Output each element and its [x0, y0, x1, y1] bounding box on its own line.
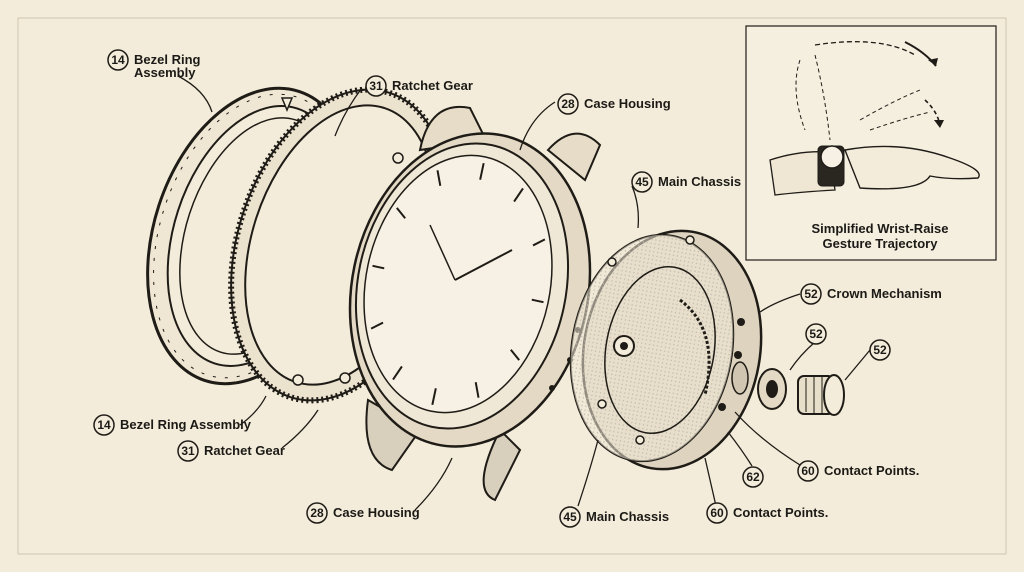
callout-badge [177, 440, 199, 462]
callout-ratchet-top: 31 Ratchet Gear [365, 75, 473, 97]
callout-chassis-bottom: 45 Main Chassis [559, 506, 669, 528]
callout-badge [557, 93, 579, 115]
callout-number: 45 [635, 175, 649, 189]
gesture-inset: Simplified Wrist-Raise Gesture Trajector… [745, 25, 997, 261]
watch-dial [363, 154, 553, 414]
dial-tick [431, 388, 437, 406]
callout-badge [742, 466, 764, 488]
callout-number: 60 [710, 506, 724, 520]
minute-hand [454, 249, 513, 281]
callout-bezel-bottom: 14 Bezel Ring Assembly [93, 414, 252, 436]
callout-label: Ratchet Gear [204, 443, 285, 458]
inset-caption-line-1: Simplified Wrist-Raise [811, 221, 948, 236]
callout-chassis-top: 45 Main Chassis [631, 171, 741, 193]
callout-badge [869, 339, 891, 361]
callout-label: Bezel Ring Assembly [120, 417, 252, 432]
callout-crown-part-b: 52 [869, 339, 891, 361]
callout-number: 31 [369, 79, 383, 93]
hour-hand [429, 224, 456, 281]
inset-frame [745, 25, 997, 261]
crown-mechanism-parts [731, 361, 845, 416]
callout-badge [306, 502, 328, 524]
dial-ticks [370, 162, 546, 406]
callout-label-line-1: Bezel Ring [134, 52, 201, 67]
page-border [17, 17, 1007, 555]
callout-number: 62 [746, 470, 760, 484]
case-lug-bottom-left [365, 398, 422, 472]
callout-badge [706, 502, 728, 524]
dial-tick [436, 170, 442, 187]
callout-ratchet-bottom: 31 Ratchet Gear [177, 440, 285, 462]
callout-badge [559, 506, 581, 528]
callout-part-62: 62 [742, 466, 764, 488]
callout-label: Main Chassis [658, 174, 741, 189]
callout-number: 52 [804, 287, 818, 301]
callout-number: 45 [563, 510, 577, 524]
callout-bezel-top: 14 Bezel Ring Assembly [107, 49, 201, 80]
case-lug-bottom-right [482, 428, 522, 502]
callout-crown-part-a: 52 [805, 323, 827, 345]
callout-badge [107, 49, 129, 71]
dial-tick [396, 207, 406, 219]
dial-tick [372, 264, 385, 270]
case-lug-top-right [546, 132, 602, 182]
wrist-watch-icon [820, 145, 844, 169]
main-chassis [569, 229, 763, 471]
case-housing [348, 105, 602, 502]
callout-label: Case Housing [584, 96, 671, 111]
hand [844, 145, 980, 190]
dial-tick [513, 187, 524, 203]
callout-badge [800, 283, 822, 305]
dial-tick [474, 381, 480, 398]
callout-label: Contact Points. [824, 463, 919, 478]
callout-number: 52 [809, 327, 823, 341]
callout-number: 28 [310, 506, 324, 520]
inset-caption-line-2: Gesture Trajectory [823, 236, 939, 251]
callout-label: Crown Mechanism [827, 286, 942, 301]
callout-label: Case Housing [333, 505, 420, 520]
callout-label-line-2: Assembly [134, 65, 196, 80]
callout-number: 31 [181, 444, 195, 458]
callout-case-top: 28 Case Housing [557, 93, 671, 115]
callout-badge [797, 460, 819, 482]
dial-tick [392, 365, 403, 381]
callout-badge [631, 171, 653, 193]
dial-tick [370, 321, 384, 330]
bezel-triangle-marker [280, 97, 294, 112]
dial-tick [532, 238, 546, 247]
leader-lines [177, 75, 871, 511]
callout-case-bottom: 28 Case Housing [306, 502, 420, 524]
callout-number: 52 [873, 343, 887, 357]
callout-badge [93, 414, 115, 436]
callout-crown: 52 Crown Mechanism [800, 283, 942, 305]
callout-label: Contact Points. [733, 505, 828, 520]
callout-contact-right: 60 Contact Points. [797, 460, 919, 482]
dial-tick [531, 298, 544, 304]
callout-label: Ratchet Gear [392, 78, 473, 93]
callout-badge [365, 75, 387, 97]
dial-tick [510, 349, 520, 361]
callout-number: 14 [97, 418, 111, 432]
callout-contact-bottom: 60 Contact Points. [706, 502, 828, 524]
callout-number: 28 [561, 97, 575, 111]
dial-tick [479, 162, 485, 180]
callout-badge [805, 323, 827, 345]
callout-number: 14 [111, 53, 125, 67]
callout-number: 60 [801, 464, 815, 478]
callout-label: Main Chassis [586, 509, 669, 524]
